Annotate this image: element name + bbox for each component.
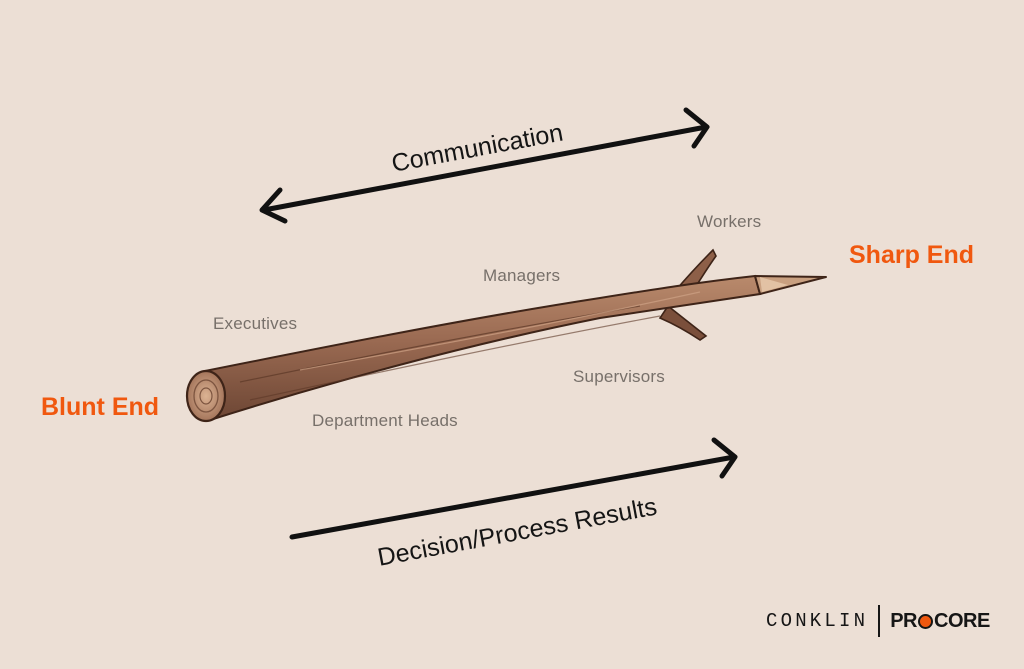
supervisors-label: Supervisors [573,367,665,386]
double-arrow-icon [259,107,710,224]
department-heads-label: Department Heads [312,411,458,430]
procore-wordmark: PR CORE [890,610,990,633]
sharp-end-label: Sharp End [849,241,975,269]
conklin-wordmark: CONKLIN [766,610,869,632]
workers-label: Workers [697,212,762,231]
wooden-stick-icon [185,248,827,423]
brand-divider [878,605,881,637]
executives-label: Executives [213,314,298,333]
procore-dot-icon [918,613,934,629]
managers-label: Managers [483,266,561,285]
blunt-end-label: Blunt End [41,393,160,421]
right-arrow-icon [289,437,738,540]
procore-wordmark-right: CORE [934,609,990,632]
procore-wordmark-left: PR [890,609,918,632]
brand-logo: CONKLIN PR CORE [766,605,990,637]
